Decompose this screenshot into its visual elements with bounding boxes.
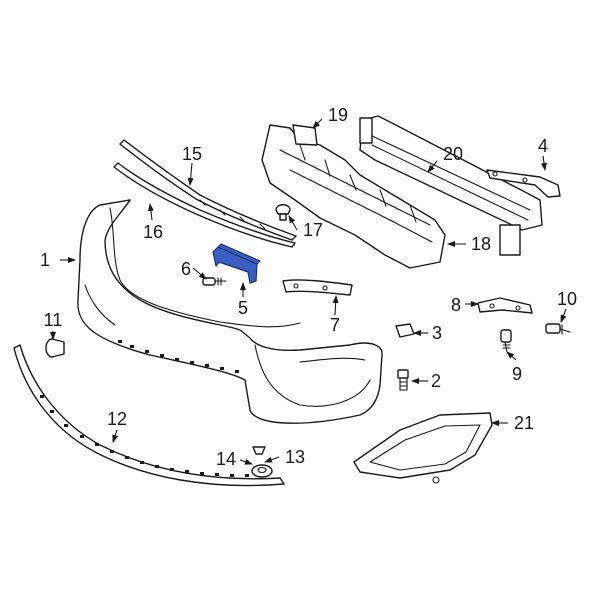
bolt-9[interactable] <box>500 329 512 353</box>
bracket-highlighted[interactable] <box>212 243 261 284</box>
bolt-6[interactable] <box>202 277 227 286</box>
callout-21: 21 <box>514 413 534 433</box>
callout-9: 9 <box>512 364 522 384</box>
callout-13: 13 <box>285 447 305 467</box>
callout-10: 10 <box>557 289 577 309</box>
side-bracket-7[interactable] <box>282 279 353 296</box>
upper-molding[interactable] <box>119 139 297 241</box>
callout-20: 20 <box>443 144 463 164</box>
clip-14[interactable] <box>252 446 266 455</box>
leader-lines <box>50 118 567 465</box>
clip-17[interactable] <box>275 204 291 221</box>
reinforcement-beam[interactable] <box>359 115 543 256</box>
callout-labels: 1 2 3 4 5 6 7 8 9 10 11 12 13 14 15 16 1… <box>40 105 577 469</box>
nut-3[interactable] <box>395 323 415 338</box>
bracket-8[interactable] <box>477 297 533 314</box>
grille-strip[interactable] <box>113 162 296 248</box>
callout-18: 18 <box>471 234 491 254</box>
grommet-13[interactable] <box>251 464 273 478</box>
bracket-4[interactable] <box>486 169 561 198</box>
callout-1: 1 <box>40 250 50 270</box>
bolt-2[interactable] <box>397 369 409 391</box>
callout-3: 3 <box>432 323 442 343</box>
bumper-cover[interactable] <box>77 199 383 424</box>
callout-15: 15 <box>182 144 202 164</box>
callout-12: 12 <box>107 409 127 429</box>
callout-14: 14 <box>216 449 236 469</box>
callout-17: 17 <box>303 220 323 240</box>
fog-lamp-bezel[interactable] <box>353 412 493 484</box>
cap-11[interactable] <box>45 338 65 358</box>
callout-19: 19 <box>328 105 348 125</box>
lower-strip[interactable] <box>13 344 285 487</box>
callout-16: 16 <box>143 222 163 242</box>
callout-11: 11 <box>44 310 63 330</box>
callout-5: 5 <box>238 298 248 318</box>
pad-19[interactable] <box>292 124 318 146</box>
energy-absorber[interactable] <box>261 124 446 269</box>
callout-4: 4 <box>538 136 548 156</box>
bolt-10[interactable] <box>545 323 571 335</box>
callout-7: 7 <box>330 315 340 335</box>
callout-8: 8 <box>451 295 461 315</box>
callout-2: 2 <box>431 371 441 391</box>
callout-6: 6 <box>181 259 191 279</box>
